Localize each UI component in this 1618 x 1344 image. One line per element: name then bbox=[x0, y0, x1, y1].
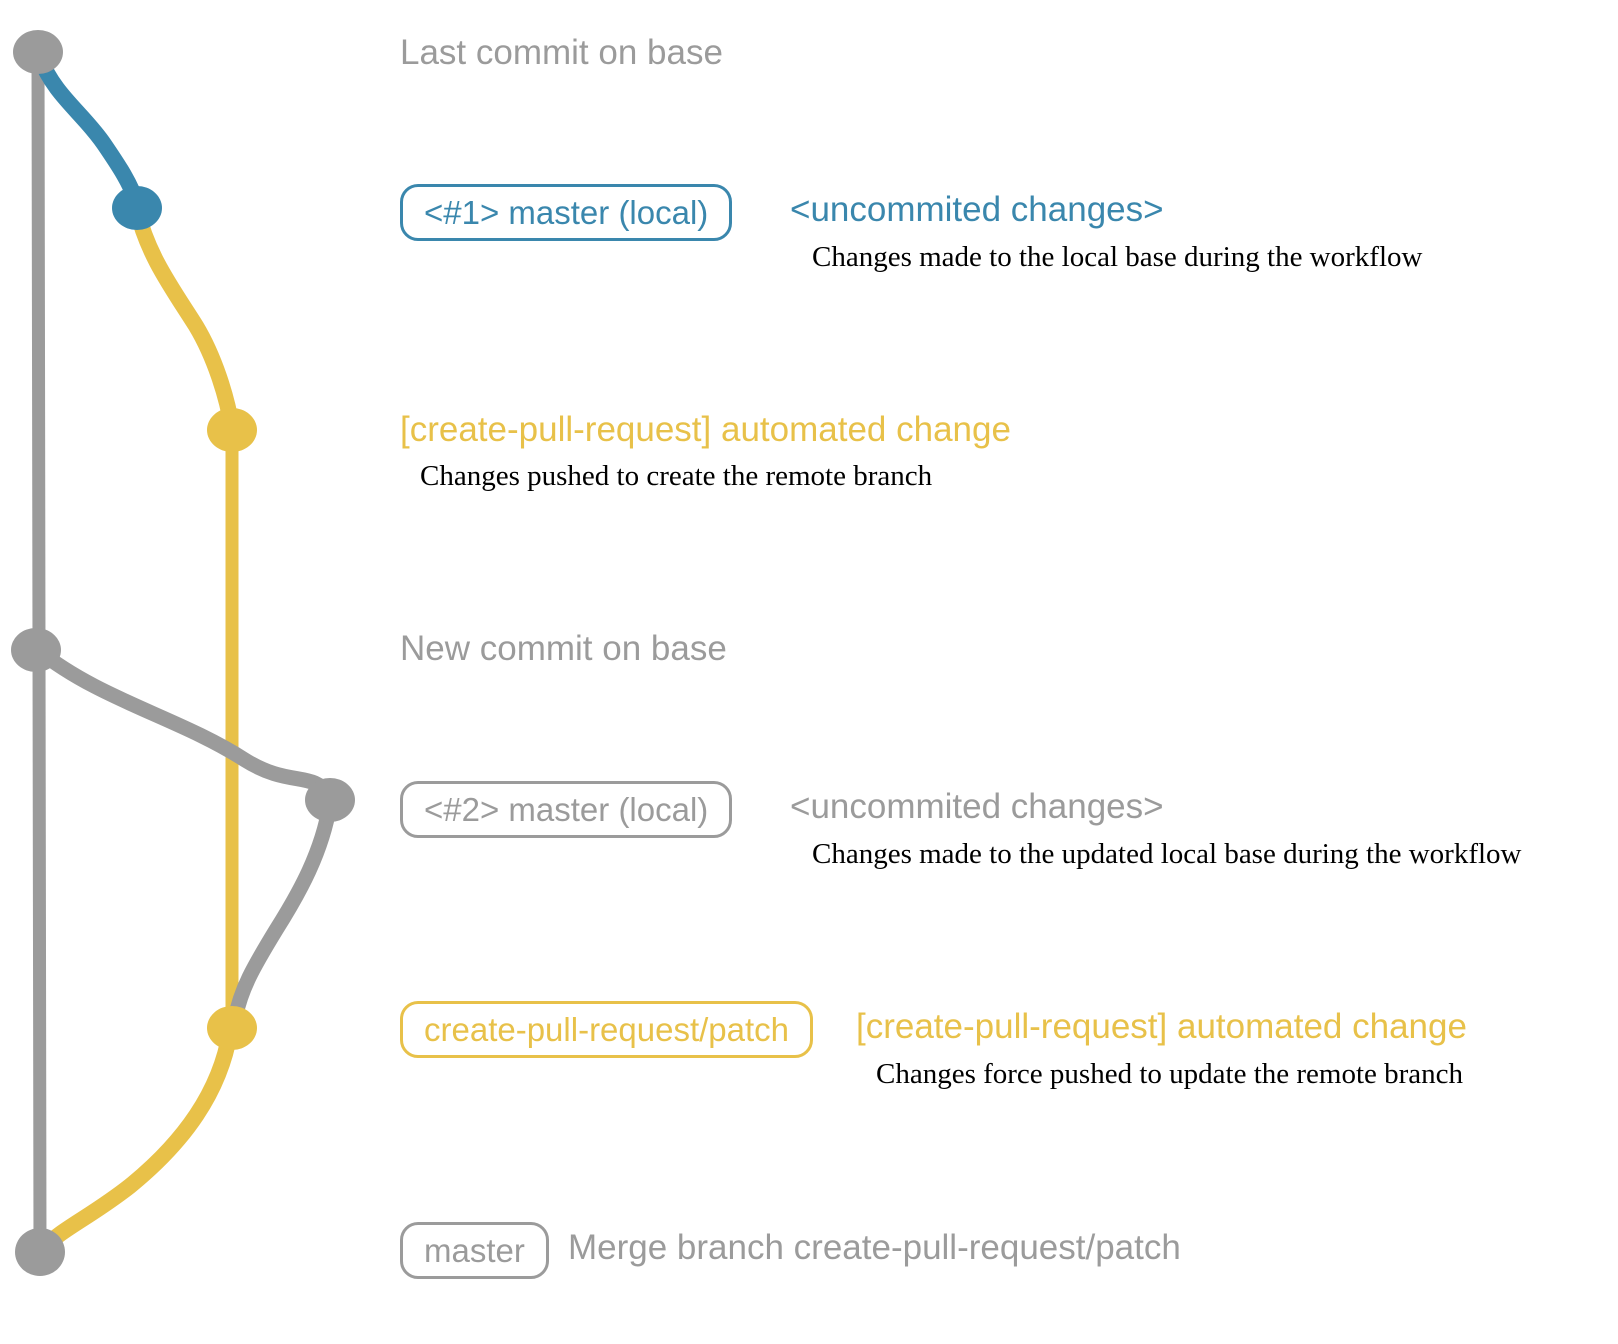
caption-force-push-update-remote: Changes force pushed to update the remot… bbox=[876, 1058, 1464, 1090]
commit-node-base-last bbox=[13, 30, 63, 74]
commit-node-local-1 bbox=[112, 186, 162, 230]
edge-patch-branch-1 bbox=[129, 202, 240, 436]
branch-badge-master-local-1: <#1> master (local) bbox=[400, 184, 733, 242]
branch-badge-master-local-2: <#2> master (local) bbox=[400, 781, 733, 839]
commit-message-merge-branch: Merge branch create-pull-request/patch bbox=[568, 1228, 1181, 1267]
edge-local-branch-2 bbox=[30, 642, 338, 804]
edge-patch-update bbox=[227, 796, 338, 1028]
commit-message-uncommitted-1: <uncommited changes> bbox=[790, 190, 1164, 229]
branch-badge-master: master bbox=[400, 1222, 549, 1280]
commit-message-uncommitted-2: <uncommited changes> bbox=[790, 787, 1164, 826]
commit-message-automated-change-1: [create-pull-request] automated change bbox=[400, 410, 1011, 449]
commit-node-base-new bbox=[11, 628, 61, 672]
branch-badge-create-pull-request-patch: create-pull-request/patch bbox=[400, 1001, 814, 1059]
edge-merge-to-master bbox=[36, 1024, 238, 1256]
commit-node-master-merge bbox=[15, 1228, 65, 1276]
edge-local-branch-1 bbox=[32, 50, 145, 212]
commit-message-automated-change-2: [create-pull-request] automated change bbox=[856, 1007, 1467, 1046]
commit-node-local-2 bbox=[305, 778, 355, 822]
commit-node-patch-2 bbox=[207, 1006, 257, 1050]
label-new-commit-on-base: New commit on base bbox=[400, 629, 727, 668]
label-last-commit-on-base: Last commit on base bbox=[400, 33, 723, 72]
commit-node-patch-1 bbox=[207, 408, 257, 452]
caption-local-changes-2: Changes made to the updated local base d… bbox=[812, 838, 1522, 870]
caption-push-create-remote: Changes pushed to create the remote bran… bbox=[420, 460, 933, 492]
caption-local-changes-1: Changes made to the local base during th… bbox=[812, 241, 1423, 273]
